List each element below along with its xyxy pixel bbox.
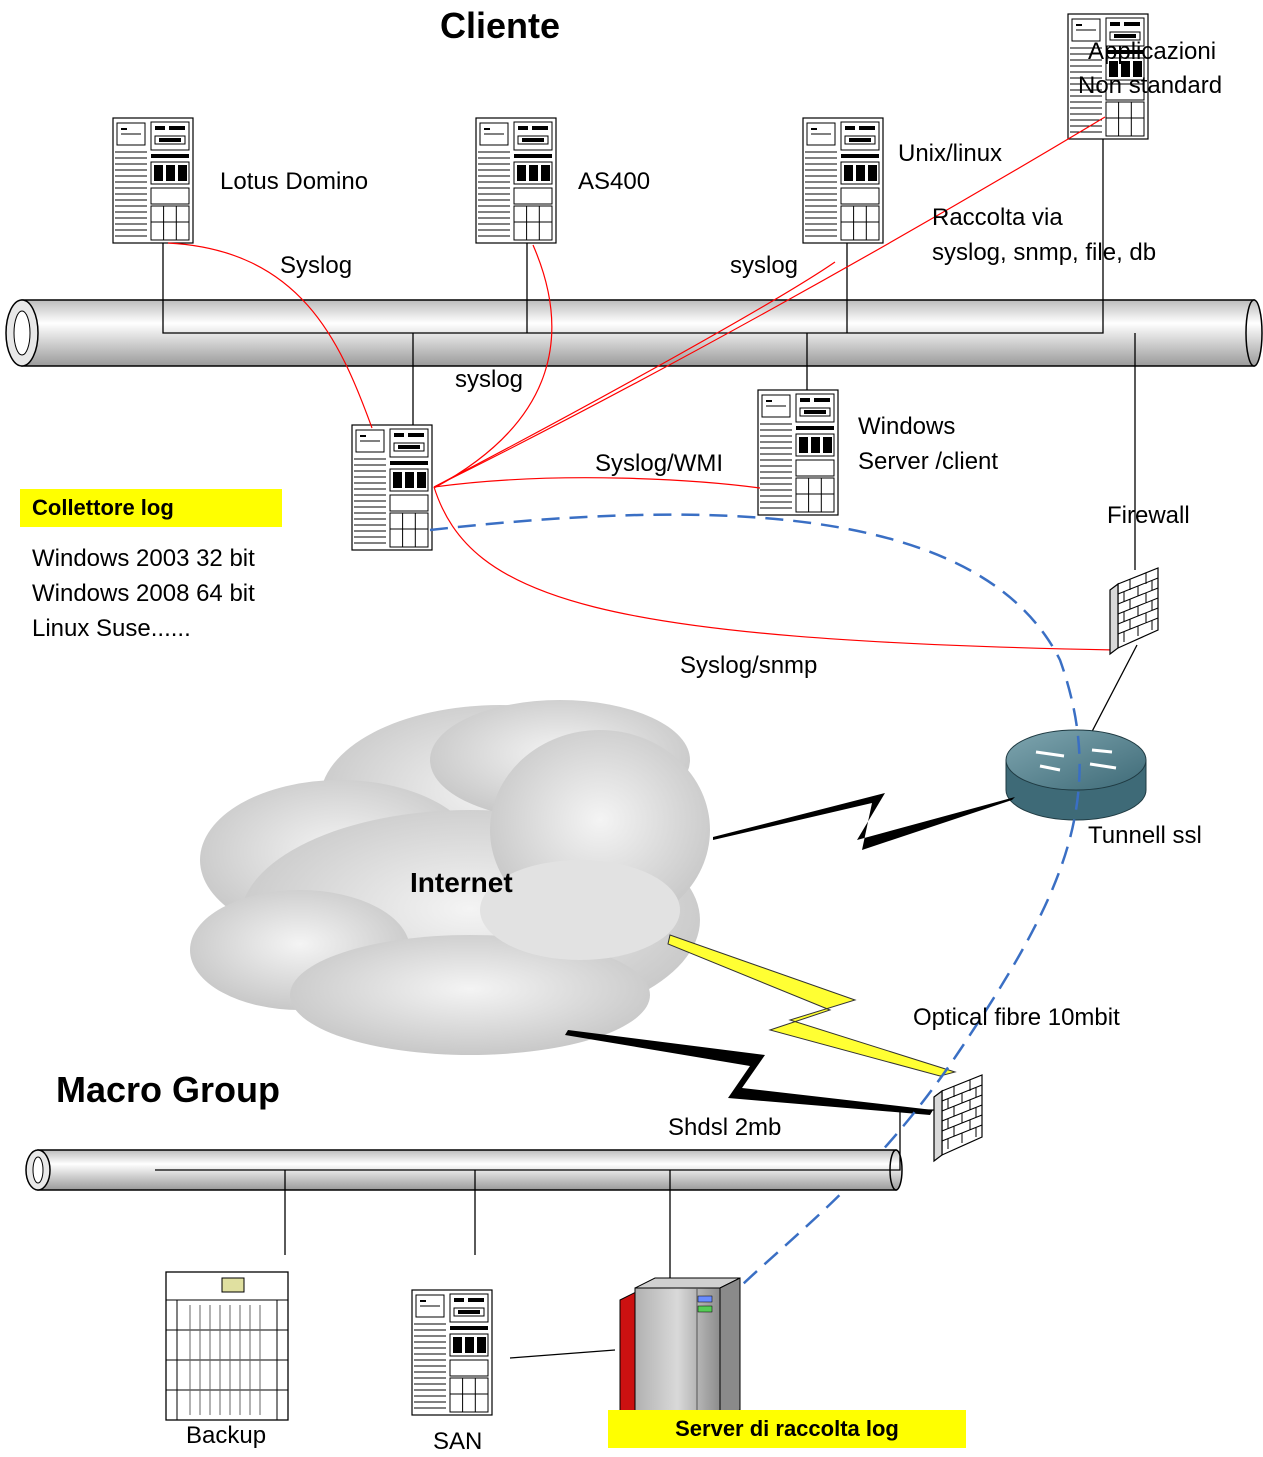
syslog-flows	[167, 116, 1116, 651]
unix-linux-label: Unix/linux	[898, 140, 1003, 167]
tunnel-ssl-label: Tunnell ssl	[1088, 822, 1202, 849]
syslog-lotus-label: Syslog	[280, 252, 353, 279]
router-icon	[1005, 729, 1147, 821]
as400-label: AS400	[578, 168, 651, 195]
collector-os-3: Linux Suse......	[32, 615, 191, 642]
raccolta-label-line2: syslog, snmp, file, db	[932, 239, 1157, 266]
shdsl-label: Shdsl 2mb	[668, 1114, 782, 1141]
syslog-as400-label: syslog	[455, 366, 524, 393]
group-connectors	[155, 1109, 934, 1359]
unix-server-icon	[802, 117, 884, 244]
syslog-line-windows	[433, 477, 761, 489]
syslog-line-firewall	[433, 486, 1116, 651]
optical-fibre-label: Optical fibre 10mbit	[913, 1004, 1120, 1031]
bolt-optical-fibre	[667, 934, 957, 1077]
syslog-snmp-label: Syslog/snmp	[680, 652, 818, 679]
client-title: Cliente	[440, 5, 561, 46]
collector-os-2: Windows 2008 64 bit	[32, 580, 255, 607]
log-collector-badge: Collettore log	[20, 489, 282, 528]
log-server-icon	[619, 1277, 741, 1421]
backup-label: Backup	[186, 1422, 267, 1449]
windows-label-line1: Windows	[858, 413, 956, 440]
group-title: Macro Group	[56, 1069, 281, 1110]
as400-server-icon	[475, 117, 557, 244]
group-firewall-icon	[933, 1074, 983, 1162]
internet-label: Internet	[410, 867, 513, 898]
syslog-line-unix	[433, 261, 836, 488]
syslog-line-apps	[433, 116, 1106, 488]
bolt-router-internet	[713, 793, 1015, 850]
internet-cloud-icon	[190, 700, 710, 1055]
firewall-label: Firewall	[1107, 502, 1190, 529]
bolt-shdsl	[565, 1030, 933, 1115]
log-collector-server-icon	[351, 424, 433, 551]
raccolta-label-line1: Raccolta via	[932, 204, 1063, 231]
syslog-unix-label: syslog	[730, 252, 799, 279]
windows-label-line2: Server /client	[858, 448, 999, 475]
syslog-wmi-label: Syslog/WMI	[595, 450, 724, 477]
backup-library-icon	[165, 1271, 289, 1421]
log-server-badge: Server di raccolta log	[608, 1410, 966, 1449]
lotus-domino-server-icon	[112, 117, 194, 244]
collector-os-1: Windows 2003 32 bit	[32, 545, 255, 572]
syslog-line-lotus	[167, 242, 373, 429]
ssl-tunnel-line	[429, 513, 1081, 1286]
syslog-line-as400	[433, 244, 553, 489]
san-label: SAN	[433, 1428, 483, 1455]
san-server-icon	[411, 1289, 493, 1416]
client-firewall-icon	[1109, 567, 1159, 655]
applications-label-line2: Non standard	[1078, 72, 1223, 99]
lotus-domino-label: Lotus Domino	[220, 168, 369, 195]
applications-label-line1: Applicazioni	[1088, 38, 1217, 65]
windows-server-icon	[757, 389, 839, 516]
